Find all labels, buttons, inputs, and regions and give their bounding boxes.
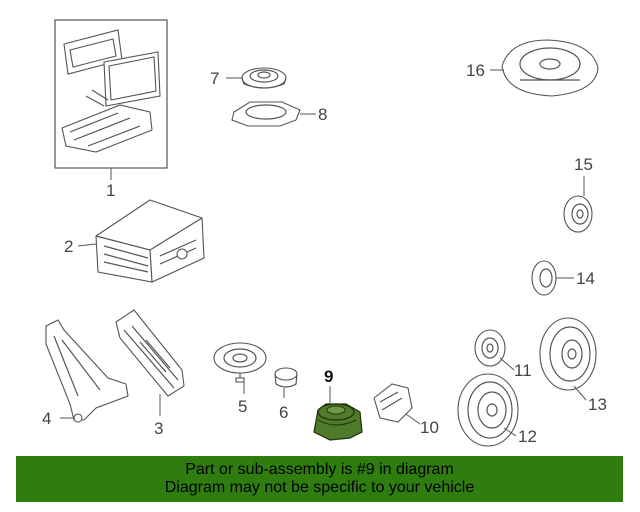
info-banner: Part or sub-assembly is #9 in diagram Di… (16, 456, 623, 502)
callout-15: 15 (574, 155, 593, 174)
callout-10: 10 (420, 418, 439, 437)
banner-line-2: Diagram may not be specific to your vehi… (164, 479, 475, 496)
part-16-subwoofer[interactable] (501, 39, 599, 97)
banner-line-1: Part or sub-assembly is #9 in diagram (185, 461, 454, 478)
callout-6: 6 (279, 403, 289, 422)
part-2-radio-unit[interactable] (95, 199, 205, 283)
part-12-woofer[interactable] (457, 373, 519, 447)
callout-5: 5 (238, 397, 248, 416)
callout-14: 14 (576, 269, 595, 288)
callout-7: 7 (210, 69, 220, 88)
callout-13: 13 (588, 395, 607, 414)
part-8-mount-plate[interactable] (231, 101, 301, 127)
callout-4: 4 (42, 409, 52, 428)
callout-16: 16 (466, 61, 485, 80)
part-15-tweeter[interactable] (563, 195, 593, 233)
part-13-large-speaker[interactable] (539, 317, 597, 391)
callout-1: 1 (106, 181, 116, 200)
callout-12: 12 (518, 427, 537, 446)
part-9-highlighted-speaker[interactable] (313, 403, 363, 441)
callout-2: 2 (64, 237, 74, 256)
callout-11: 11 (514, 361, 532, 380)
callout-3: 3 (154, 419, 164, 438)
part-3-amplifier[interactable] (115, 309, 185, 397)
part-6-ring[interactable] (274, 367, 298, 388)
part-10-connector[interactable] (373, 383, 413, 423)
part-11-speaker[interactable] (474, 329, 506, 367)
callout-8: 8 (318, 105, 328, 124)
callout-9: 9 (324, 367, 334, 386)
part-5-speaker[interactable] (213, 342, 267, 383)
part-7-small-speaker[interactable] (241, 67, 287, 89)
part-14-speaker-ring[interactable] (531, 260, 557, 296)
leader-lines (60, 69, 587, 437)
part-4-bracket[interactable] (45, 319, 129, 423)
part-1-display-assembly[interactable] (54, 19, 168, 169)
parts-diagram (45, 19, 599, 447)
